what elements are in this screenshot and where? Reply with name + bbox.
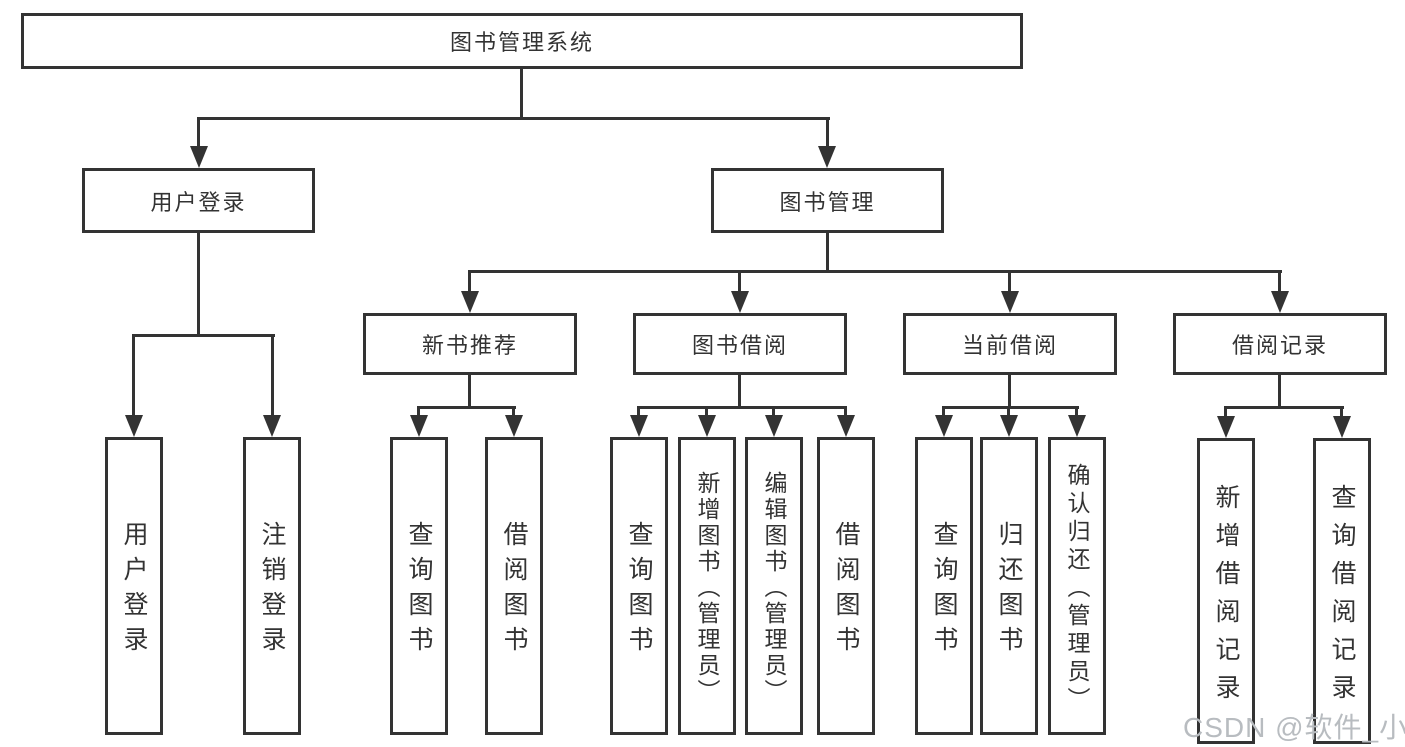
- connector-drop: [1224, 406, 1227, 416]
- connector-drop-logout-leaf: [271, 334, 274, 415]
- arrow-to-logout-leaf: [263, 415, 281, 437]
- connector-root-rail: [197, 117, 830, 120]
- connector-book-mgmt-rail: [469, 270, 1282, 273]
- node-label: 新书推荐: [421, 333, 518, 358]
- csdn-watermark: CSDN @软件_小贺同学: [1183, 712, 1405, 743]
- leaf-logout: 注销登录: [243, 437, 301, 735]
- leaf-label: 注销登录: [258, 521, 286, 661]
- leaf-label: 借阅图书: [500, 521, 528, 661]
- leaf-label: 用户登录: [120, 521, 148, 661]
- connector-drop-current: [1008, 270, 1011, 293]
- connector-drop-user-login: [197, 117, 200, 148]
- node-new-book-recommendation: 新书推荐: [363, 313, 577, 375]
- connector-new-books-stem: [468, 375, 471, 408]
- node-label: 用户登录: [150, 189, 247, 215]
- leaf-edit-books-admin: 编辑图书（管理员）: [745, 437, 803, 735]
- arrow-to-leaf: [505, 415, 523, 437]
- arrow-to-leaf: [1333, 416, 1351, 438]
- node-library-management-system: 图书管理系统: [21, 13, 1023, 69]
- connector-user-login-stem: [197, 233, 200, 337]
- arrow-to-leaf: [765, 415, 783, 437]
- leaf-label: 新增图书（管理员）: [694, 470, 720, 705]
- arrow-to-book-mgmt: [818, 146, 836, 168]
- leaf-add-borrow-record: 新增借阅记录: [1197, 438, 1255, 744]
- arrow-to-leaf: [1000, 415, 1018, 437]
- connector-drop: [1075, 406, 1078, 415]
- connector-drop: [1007, 406, 1010, 415]
- arrow-to-current: [1001, 291, 1019, 313]
- connector-drop-borrow: [738, 270, 741, 293]
- connector-user-login-rail: [132, 334, 275, 337]
- connector-drop: [942, 406, 945, 415]
- connector-drop: [512, 406, 515, 415]
- node-label: 借阅记录: [1231, 333, 1328, 358]
- leaf-label: 归还图书: [995, 521, 1023, 661]
- connector-book-mgmt-stem: [826, 233, 829, 273]
- node-label: 图书管理: [779, 189, 876, 215]
- node-book-management: 图书管理: [711, 168, 944, 233]
- leaf-label: 新增借阅记录: [1212, 483, 1240, 712]
- connector-current-stem: [1008, 375, 1011, 408]
- connector-drop: [705, 406, 708, 415]
- leaf-user-login: 用户登录: [105, 437, 163, 735]
- leaf-label: 查询图书: [625, 521, 653, 661]
- node-user-login: 用户登录: [82, 168, 315, 233]
- leaf-query-books: 查询图书: [915, 437, 973, 735]
- leaf-confirm-return-admin: 确认归还（管理员）: [1048, 437, 1106, 735]
- connector-drop: [637, 406, 640, 415]
- node-book-borrowing: 图书借阅: [633, 313, 847, 375]
- leaf-label: 编辑图书（管理员）: [761, 470, 787, 705]
- connector-drop: [417, 406, 420, 415]
- leaf-label: 查询图书: [930, 521, 958, 661]
- node-label: 图书管理系统: [449, 30, 594, 55]
- connector-records-rail: [1224, 406, 1344, 409]
- node-current-borrowing: 当前借阅: [903, 313, 1117, 375]
- leaf-label: 借阅图书: [832, 521, 860, 661]
- arrow-to-new-books: [461, 291, 479, 313]
- arrow-to-leaf: [1217, 416, 1235, 438]
- connector-borrow-rail: [637, 406, 847, 409]
- connector-drop: [844, 406, 847, 415]
- leaf-return-books: 归还图书: [980, 437, 1038, 735]
- connector-new-books-rail: [417, 406, 516, 409]
- connector-drop-login-leaf: [132, 334, 135, 415]
- node-borrowing-records: 借阅记录: [1173, 313, 1387, 375]
- arrow-to-records: [1271, 291, 1289, 313]
- connector-drop-records: [1278, 270, 1281, 293]
- leaf-label: 查询借阅记录: [1328, 483, 1356, 712]
- connector-drop: [772, 406, 775, 415]
- leaf-query-borrow-record: 查询借阅记录: [1313, 438, 1371, 744]
- arrow-to-leaf: [698, 415, 716, 437]
- arrow-to-leaf: [1068, 415, 1086, 437]
- arrow-to-login-leaf: [125, 415, 143, 437]
- connector-root-stem: [520, 69, 523, 119]
- arrow-to-user-login: [190, 146, 208, 168]
- connector-drop-book-mgmt: [826, 117, 829, 148]
- connector-drop: [1340, 406, 1343, 416]
- leaf-borrow-books: 借阅图书: [817, 437, 875, 735]
- node-label: 图书借阅: [691, 333, 788, 358]
- arrow-to-leaf: [837, 415, 855, 437]
- leaf-label: 确认归还（管理员）: [1064, 462, 1090, 715]
- leaf-query-books: 查询图书: [390, 437, 448, 735]
- arrow-to-leaf: [935, 415, 953, 437]
- connector-current-rail: [942, 406, 1079, 409]
- connector-drop-new-books: [468, 270, 471, 293]
- leaf-add-books-admin: 新增图书（管理员）: [678, 437, 736, 735]
- leaf-label: 查询图书: [405, 521, 433, 661]
- node-label: 当前借阅: [961, 333, 1058, 358]
- connector-borrow-stem: [738, 375, 741, 408]
- arrow-to-leaf: [630, 415, 648, 437]
- arrow-to-leaf: [410, 415, 428, 437]
- connector-records-stem: [1278, 375, 1281, 408]
- arrow-to-borrow: [731, 291, 749, 313]
- leaf-query-books: 查询图书: [610, 437, 668, 735]
- leaf-borrow-books: 借阅图书: [485, 437, 543, 735]
